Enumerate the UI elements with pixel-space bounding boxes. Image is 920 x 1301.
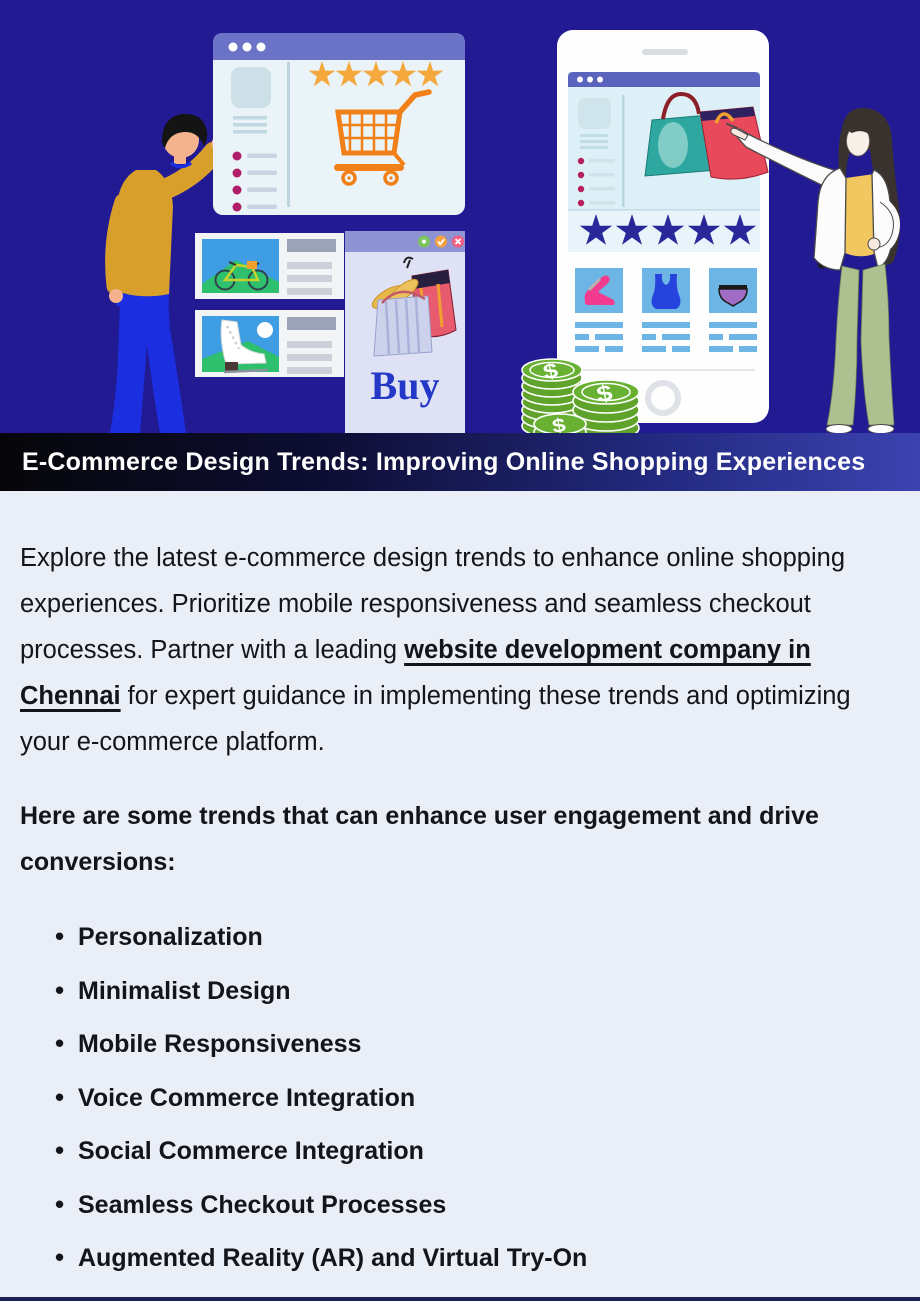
phone-home-button <box>645 380 681 416</box>
scrollbar <box>287 62 290 207</box>
trend-item-minimalist-design: Minimalist Design <box>55 978 900 1004</box>
product-card-bicycle <box>195 233 344 299</box>
woman-jacket <box>813 167 847 271</box>
woman-hand-fist <box>867 237 881 251</box>
svg-text:$: $ <box>594 380 614 407</box>
intro-text-after: for expert guidance in implementing thes… <box>20 682 851 756</box>
chennai-company-link[interactable]: website development company in Chennai <box>20 636 811 710</box>
browser-header <box>213 33 465 60</box>
text-placeholder-lines <box>233 116 267 134</box>
intro-paragraph: Explore the latest e-commerce design tre… <box>20 535 900 765</box>
man-hand-left <box>109 289 123 303</box>
trend-item-seamless-checkout: Seamless Checkout Processes <box>55 1192 900 1218</box>
trend-item-ar-virtual-tryon: Augmented Reality (AR) and Virtual Try-O… <box>55 1245 900 1271</box>
buy-window-graphic: Buy <box>345 231 465 433</box>
window-controls-icons <box>418 235 464 248</box>
trend-item-voice-commerce: Voice Commerce Integration <box>55 1085 900 1111</box>
trends-heading: Here are some trends that can enhance us… <box>20 802 819 876</box>
shopping-bags-icon <box>371 256 457 357</box>
buy-label: Buy <box>371 363 440 408</box>
intro-text-before: Explore the latest e-commerce design tre… <box>20 544 846 664</box>
title-banner: E-Commerce Design Trends: Improving Onli… <box>0 433 920 491</box>
svg-text:$: $ <box>541 358 560 383</box>
man-hair <box>161 113 208 148</box>
trend-item-mobile-responsiveness: Mobile Responsiveness <box>55 1031 900 1057</box>
trend-item-social-commerce: Social Commerce Integration <box>55 1138 900 1164</box>
article-body: Explore the latest e-commerce design tre… <box>0 491 920 1271</box>
coin-stacks-icon: $ $ $ <box>521 358 640 433</box>
product-card-skate <box>195 310 344 377</box>
man-illustration <box>105 113 239 433</box>
ice-skate-icon <box>220 319 269 374</box>
bottom-divider <box>0 1297 920 1301</box>
woman-pants <box>826 263 895 426</box>
trends-list: Personalization Minimalist Design Mobile… <box>20 924 900 1271</box>
shopping-cart-icon <box>334 89 432 186</box>
phone-speaker <box>642 49 688 55</box>
image-placeholder <box>231 67 271 108</box>
high-heel-icon <box>584 275 615 305</box>
woman-top <box>845 174 879 257</box>
underwear-icon <box>718 285 748 307</box>
page-title: E-Commerce Design Trends: Improving Onli… <box>22 447 866 476</box>
bullet-list-placeholder <box>232 151 277 212</box>
window-dots-icon <box>228 42 266 52</box>
browser-window-graphic <box>213 33 465 215</box>
woman-illustration <box>726 107 901 433</box>
hero-scene: Buy <box>0 0 920 433</box>
phone-product-cards <box>575 268 757 352</box>
smartphone-graphic <box>557 30 769 423</box>
swimsuit-icon <box>651 274 681 309</box>
hero-illustration: Buy <box>0 0 920 433</box>
svg-text:$: $ <box>550 413 567 433</box>
buy-window-header <box>345 231 465 252</box>
trend-item-personalization: Personalization <box>55 924 900 950</box>
bicycle-icon <box>214 261 269 291</box>
phone-shopping-bags <box>644 91 769 180</box>
